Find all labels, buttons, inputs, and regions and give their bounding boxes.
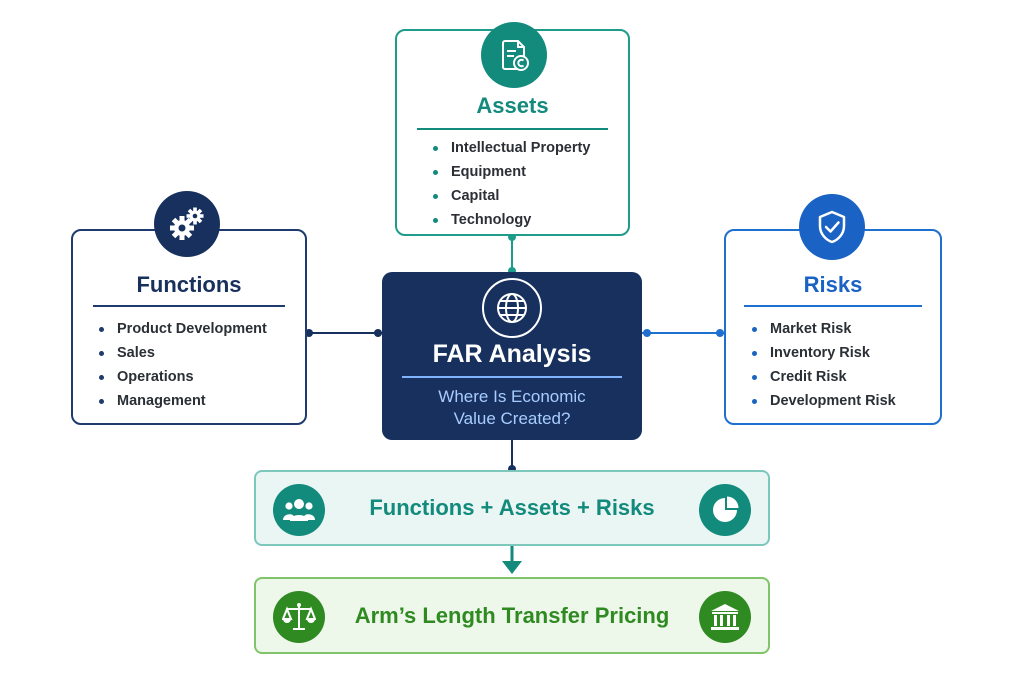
list-item: Equipment bbox=[433, 160, 590, 184]
list-item: Capital bbox=[433, 184, 590, 208]
people-group-icon bbox=[273, 484, 325, 536]
list-item: Management bbox=[99, 389, 267, 413]
bullet-icon bbox=[433, 146, 438, 151]
list-item: Product Development bbox=[99, 317, 267, 341]
arms-length-band: Arm’s Length Transfer Pricing bbox=[254, 577, 770, 654]
functions-title: Functions bbox=[136, 272, 242, 297]
list-item: Technology bbox=[433, 208, 590, 232]
list-item: Sales bbox=[99, 341, 267, 365]
arms-length-label: Arm’s Length Transfer Pricing bbox=[354, 602, 670, 628]
bullet-icon bbox=[99, 327, 104, 332]
bullet-icon bbox=[752, 375, 757, 380]
globe-icon bbox=[482, 278, 542, 338]
functions-card: Functions Product Development Sales Oper… bbox=[71, 229, 307, 425]
bullet-icon bbox=[433, 170, 438, 175]
bullet-icon bbox=[433, 194, 438, 199]
bullet-icon bbox=[752, 399, 757, 404]
bullet-icon bbox=[99, 351, 104, 356]
list-item: Market Risk bbox=[752, 317, 896, 341]
list-item: Intellectual Property bbox=[433, 136, 590, 160]
list-item: Development Risk bbox=[752, 389, 896, 413]
down-arrow-icon bbox=[502, 561, 522, 574]
risks-list: Market Risk Inventory Risk Credit Risk D… bbox=[752, 317, 896, 413]
bullet-icon bbox=[433, 218, 438, 223]
bank-building-icon bbox=[699, 591, 751, 643]
far-summary-band: Functions + Assets + Risks bbox=[254, 470, 770, 546]
pie-chart-icon bbox=[699, 484, 751, 536]
far-analysis-box: FAR Analysis Where Is Economic Value Cre… bbox=[382, 272, 642, 440]
risks-card: Risks Market Risk Inventory Risk Credit … bbox=[724, 229, 942, 425]
far-analysis-title: FAR Analysis bbox=[432, 340, 592, 368]
list-item: Inventory Risk bbox=[752, 341, 896, 365]
bullet-icon bbox=[99, 375, 104, 380]
functions-list: Product Development Sales Operations Man… bbox=[99, 317, 267, 413]
bullet-icon bbox=[752, 351, 757, 356]
far-summary-label: Functions + Assets + Risks bbox=[369, 495, 655, 520]
risks-title: Risks bbox=[803, 272, 863, 297]
assets-list: Intellectual Property Equipment Capital … bbox=[433, 136, 590, 232]
list-item: Credit Risk bbox=[752, 365, 896, 389]
gears-icon bbox=[154, 191, 220, 257]
assets-divider bbox=[417, 128, 608, 130]
risks-divider bbox=[744, 305, 922, 307]
document-copyright-icon bbox=[481, 22, 547, 88]
scales-icon bbox=[273, 591, 325, 643]
shield-check-icon bbox=[799, 194, 865, 260]
functions-divider bbox=[93, 305, 285, 307]
bullet-icon bbox=[99, 399, 104, 404]
assets-title: Assets bbox=[476, 93, 549, 118]
bullet-icon bbox=[752, 327, 757, 332]
far-subtitle: Where Is Economic Value Created? bbox=[438, 387, 586, 428]
far-divider bbox=[402, 376, 622, 378]
list-item: Operations bbox=[99, 365, 267, 389]
